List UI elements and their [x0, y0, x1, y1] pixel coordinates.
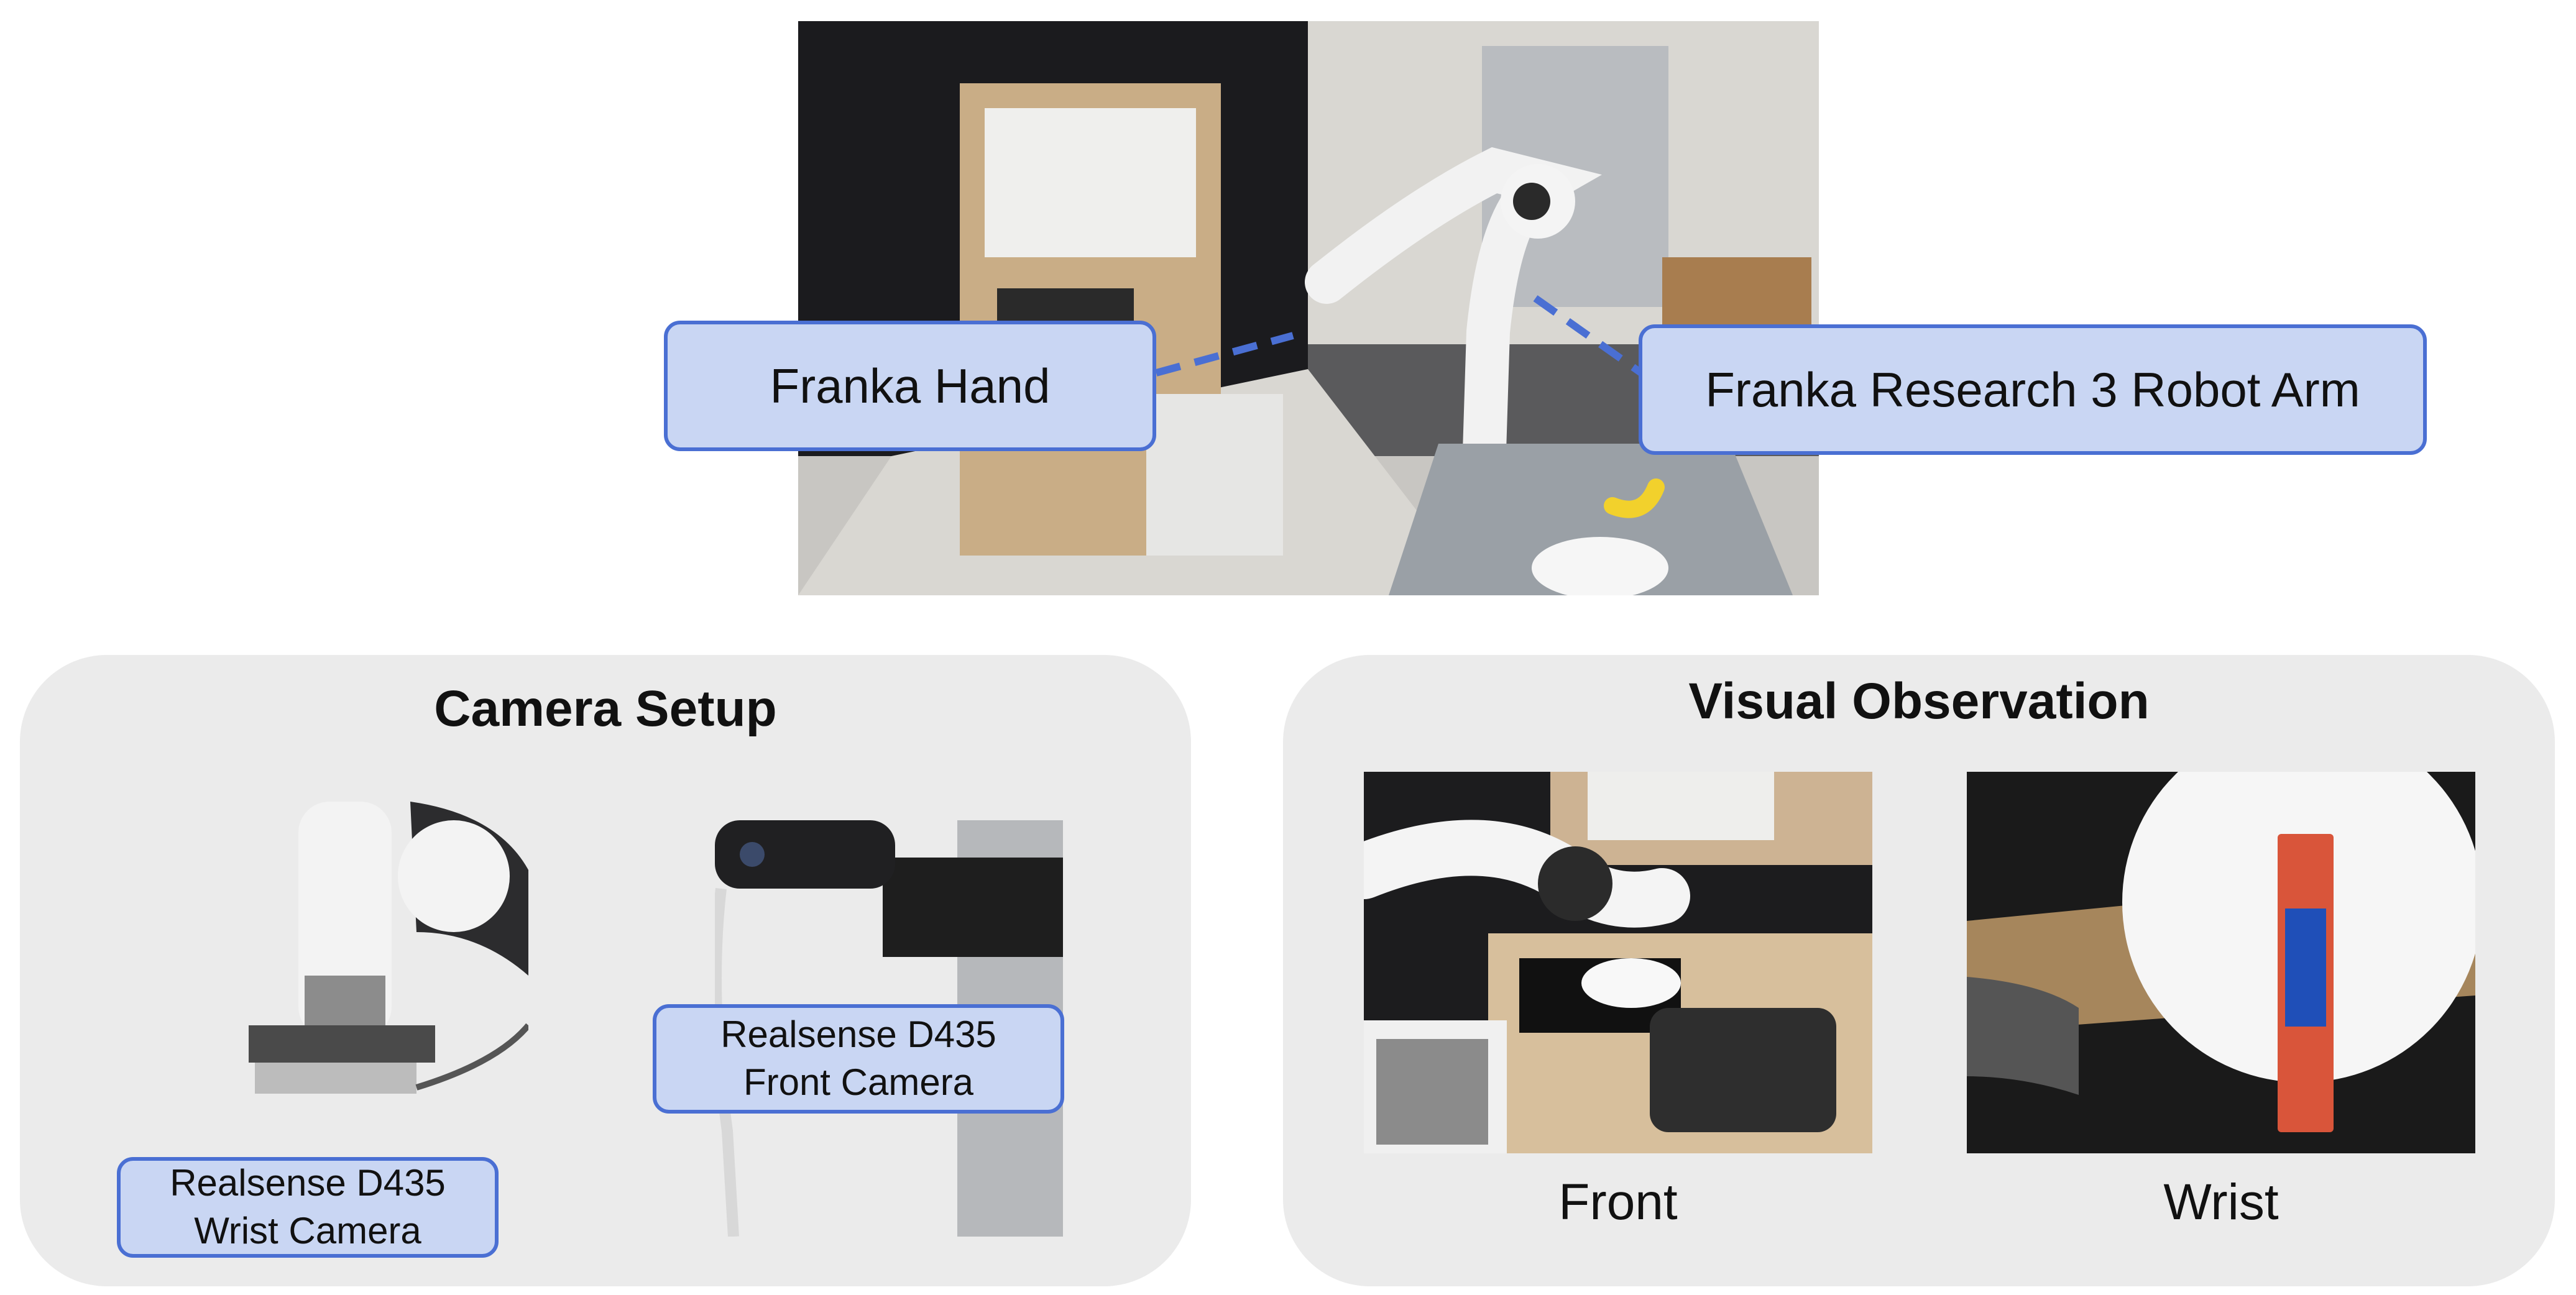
front-camera-label-line2: Front Camera	[743, 1061, 974, 1103]
wrist-observation-image	[1967, 772, 2475, 1153]
front-camera-label: Realsense D435 Front Camera	[653, 1004, 1064, 1114]
front-observation-image	[1364, 772, 1872, 1153]
wrist-camera-photo	[230, 789, 528, 1162]
wrist-camera-label: Realsense D435 Wrist Camera	[117, 1157, 499, 1258]
wrist-camera-label-line1: Realsense D435	[170, 1162, 446, 1204]
visual-observation-title: Visual Observation	[1688, 673, 2150, 730]
main-robot-photo	[798, 21, 1819, 595]
robot-arm-label: Franka Research 3 Robot Arm	[1639, 324, 2427, 455]
camera-setup-title: Camera Setup	[434, 680, 777, 737]
robot-arm-text: Franka Research 3 Robot Arm	[1705, 362, 2360, 417]
front-caption: Front	[1558, 1174, 1678, 1230]
franka-hand-label: Franka Hand	[664, 321, 1156, 451]
wrist-camera-label-line2: Wrist Camera	[194, 1210, 421, 1252]
wrist-caption: Wrist	[2163, 1174, 2279, 1230]
front-camera-label-line1: Realsense D435	[720, 1014, 996, 1056]
franka-hand-text: Franka Hand	[770, 358, 1051, 413]
